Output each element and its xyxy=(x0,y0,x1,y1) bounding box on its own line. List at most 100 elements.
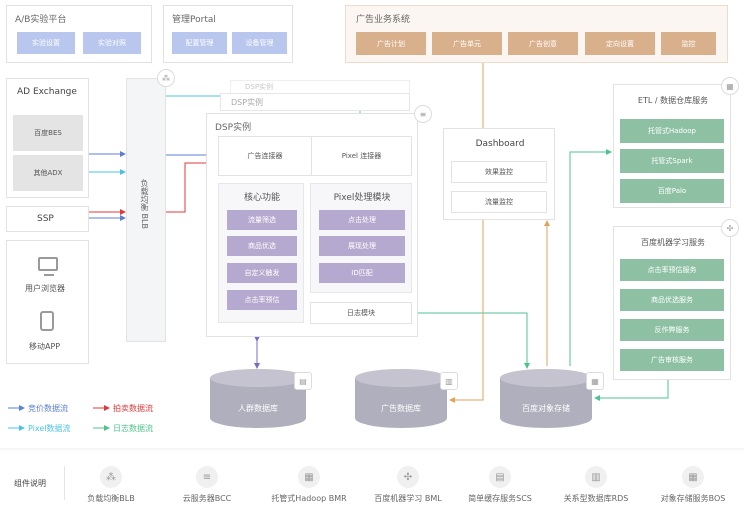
component-bos-label: 对象存储服务BOS xyxy=(660,494,726,503)
portal-button-config[interactable]: 配置管理 xyxy=(172,32,227,54)
storage-icon: ▦ xyxy=(682,466,704,488)
cache-icon: ▤ xyxy=(489,466,511,488)
adx-item-bes[interactable]: 百度BES xyxy=(13,115,83,151)
dsp-back2-label: DSP实例 xyxy=(245,83,274,91)
dsp-back1-label: DSP实例 xyxy=(231,98,264,107)
ml-panel: 百度机器学习服务 点击率预估服务 商品优选服务 反作弊服务 广告审核服务 xyxy=(613,226,731,380)
clients-panel: 用户浏览器 移动APP xyxy=(6,240,89,364)
ssp-box[interactable]: SSP xyxy=(6,206,89,232)
log-module[interactable]: 日志模块 xyxy=(310,302,412,324)
business-button-unit[interactable]: 广告单元 xyxy=(432,32,502,55)
object-storage-label: 百度对象存储 xyxy=(522,404,570,413)
pixel-module-title: Pixel处理模块 xyxy=(333,193,391,203)
components-divider xyxy=(64,466,65,500)
network-icon: ✣ xyxy=(397,466,419,488)
server-icon: ≡ xyxy=(196,466,218,488)
business-title: 广告业务系统 xyxy=(356,15,411,25)
ab-platform-panel: A/B实验平台 实验设置 实验对照 xyxy=(6,5,152,63)
ad-connector[interactable]: 广告连接器 xyxy=(218,136,312,176)
core-item-custom-trigger[interactable]: 自定义触发 xyxy=(227,263,297,283)
ml-item-anti-fraud[interactable]: 反作弊服务 xyxy=(620,319,724,341)
core-title: 核心功能 xyxy=(243,193,280,203)
monitor-icon xyxy=(38,257,58,271)
component-blb: ⁂ 负载均衡BLB xyxy=(76,466,146,504)
core-function-group: 核心功能 流量筛选 商品优选 自定义触发 点击率预估 xyxy=(218,183,304,323)
load-balancer-icon: ⁂ xyxy=(157,69,175,87)
adx-item-other[interactable]: 其他ADX xyxy=(13,155,83,191)
component-scs: ▤ 简单缓存服务SCS xyxy=(458,466,542,504)
ab-button-experiment-settings[interactable]: 实验设置 xyxy=(17,32,75,54)
component-bcc-label: 云服务器BCC xyxy=(182,494,232,503)
ad-exchange-title: AD Exchange xyxy=(17,87,77,97)
etl-panel: ETL / 数据仓库服务 托管式Hadoop 托管式Spark 百度Palo xyxy=(613,84,731,208)
business-button-monitor[interactable]: 监控 xyxy=(661,32,716,55)
pixel-item-impression[interactable]: 展现处理 xyxy=(319,236,405,256)
crowd-database[interactable] xyxy=(208,368,308,430)
database-icon: ▥ xyxy=(440,372,458,390)
database-icon: ▥ xyxy=(585,466,607,488)
ml-title: 百度机器学习服务 xyxy=(641,238,705,247)
component-blb-label: 负载均衡BLB xyxy=(87,494,135,503)
grid-icon: ▦ xyxy=(721,77,739,95)
ad-database[interactable] xyxy=(353,368,449,430)
pixel-connector[interactable]: Pixel 连接器 xyxy=(311,136,412,176)
ad-exchange-panel: AD Exchange 百度BES 其他ADX xyxy=(6,78,89,198)
portal-panel: 管理Portal 配置管理 设备管理 xyxy=(163,5,293,63)
dashboard-item-traffic[interactable]: 流量监控 xyxy=(451,191,547,213)
ml-item-ctr[interactable]: 点击率预估服务 xyxy=(620,259,724,281)
ab-platform-title: A/B实验平台 xyxy=(15,15,67,25)
dsp-instance-panel: DSP实例 广告连接器 Pixel 连接器 核心功能 流量筛选 商品优选 自定义… xyxy=(206,113,418,337)
legend-log-flow: 日志数据流 xyxy=(113,424,153,433)
legend-bid-flow: 竞价数据流 xyxy=(28,404,68,413)
browser-label: 用户浏览器 xyxy=(25,284,65,293)
component-bmr-label: 托管式Hadoop BMR xyxy=(271,494,347,503)
component-scs-label: 简单缓存服务SCS xyxy=(468,494,532,503)
ad-database-label: 广告数据库 xyxy=(381,404,421,413)
dsp-instance-back2: DSP实例 xyxy=(230,80,410,94)
blb-box[interactable]: 负载均衡 BLB xyxy=(126,78,166,342)
components-title: 组件说明 xyxy=(14,479,46,488)
dsp-instance-back1: DSP实例 xyxy=(220,93,410,111)
component-bml: ✣ 百度机器学习 BML xyxy=(366,466,450,504)
component-bml-label: 百度机器学习 BML xyxy=(374,494,442,503)
portal-title: 管理Portal xyxy=(172,15,216,25)
cache-icon: ▤ xyxy=(294,372,312,390)
ml-item-ad-review[interactable]: 广告审核服务 xyxy=(620,349,724,371)
mobile-icon xyxy=(40,311,54,331)
dashboard-title: Dashboard xyxy=(475,139,525,149)
component-bos: ▦ 对象存储服务BOS xyxy=(648,466,738,504)
etl-item-hadoop[interactable]: 托管式Hadoop xyxy=(620,119,724,143)
ml-item-product[interactable]: 商品优选服务 xyxy=(620,289,724,311)
business-button-plan[interactable]: 广告计划 xyxy=(356,32,426,55)
ssp-label: SSP xyxy=(37,214,54,224)
etl-item-spark[interactable]: 托管式Spark xyxy=(620,149,724,173)
pixel-item-click[interactable]: 点击处理 xyxy=(319,210,405,230)
core-item-product-select[interactable]: 商品优选 xyxy=(227,236,297,256)
core-item-traffic-filter[interactable]: 流量筛选 xyxy=(227,210,297,230)
blb-label: 负载均衡 BLB xyxy=(140,179,149,229)
monitor-stand xyxy=(44,274,54,276)
pixel-item-id-match[interactable]: ID匹配 xyxy=(319,263,405,283)
etl-item-palo[interactable]: 百度Palo xyxy=(620,179,724,203)
storage-icon: ▦ xyxy=(586,372,604,390)
legend-pixel-flow: Pixel数据流 xyxy=(28,424,71,433)
load-balancer-icon: ⁂ xyxy=(100,466,122,488)
component-bcc: ≡ 云服务器BCC xyxy=(172,466,242,504)
component-bmr: ▦ 托管式Hadoop BMR xyxy=(262,466,356,504)
business-button-targeting[interactable]: 定向设置 xyxy=(585,32,655,55)
crowd-database-label: 人群数据库 xyxy=(238,404,278,413)
server-icon: ≡ xyxy=(414,105,432,123)
business-button-creative[interactable]: 广告创意 xyxy=(508,32,578,55)
business-panel: 广告业务系统 广告计划 广告单元 广告创意 定向设置 监控 xyxy=(345,5,728,63)
etl-title: ETL / 数据仓库服务 xyxy=(637,96,709,105)
dashboard-item-effect[interactable]: 效果监控 xyxy=(451,161,547,183)
portal-button-device[interactable]: 设备管理 xyxy=(232,32,287,54)
dsp-instance-title: DSP实例 xyxy=(215,123,252,133)
core-item-ctr-predict[interactable]: 点击率预估 xyxy=(227,290,297,310)
component-rds-label: 关系型数据库RDS xyxy=(563,494,629,503)
network-icon: ✣ xyxy=(721,219,739,237)
grid-icon: ▦ xyxy=(298,466,320,488)
ab-button-experiment-compare[interactable]: 实验对照 xyxy=(83,32,141,54)
object-storage[interactable] xyxy=(498,368,594,430)
app-label: 移动APP xyxy=(29,342,61,351)
